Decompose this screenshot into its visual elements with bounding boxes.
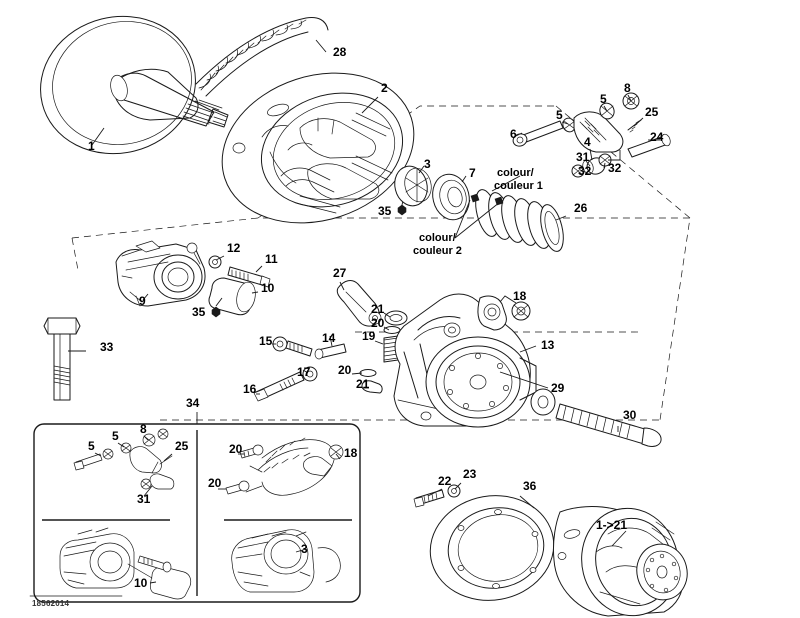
callout-13: 13 [541, 338, 555, 352]
part-roller-3 [394, 165, 432, 207]
part-12-11 [208, 255, 271, 288]
callout-14: 14 [322, 331, 336, 345]
callout-4: 4 [584, 135, 591, 149]
callout-2: 2 [381, 81, 388, 95]
part-cover-36 [429, 495, 555, 601]
callout-20a: 20 [371, 316, 385, 330]
part-slider-9 [115, 240, 206, 307]
colour-leaders [454, 175, 521, 239]
callout-32b: 32 [608, 161, 622, 175]
callout-35a: 35 [378, 204, 392, 218]
colour-2-line2: couleur 2 [413, 245, 462, 257]
callout-8: 8 [624, 81, 631, 95]
callout-11: 11 [265, 252, 278, 266]
colour-1-line1: colour/ [497, 167, 534, 179]
part-drive-belt [195, 17, 329, 97]
part-bushing-10 [208, 277, 259, 316]
callout-26: 26 [574, 201, 588, 215]
inset-panel-bushing [59, 527, 192, 600]
callout-10: 10 [261, 281, 275, 295]
callout-5a: 5 [556, 108, 563, 122]
callout-1: 1 [88, 139, 95, 153]
inset-panel-roller [231, 529, 341, 593]
callout-29: 29 [551, 381, 565, 395]
callout-16: 16 [243, 382, 257, 396]
inset-callout-18: 18 [344, 446, 358, 460]
part-35-marker-b [211, 297, 223, 318]
inset-callout-25: 25 [175, 439, 189, 453]
callout-15: 15 [259, 334, 273, 348]
callout-30: 30 [623, 408, 637, 422]
part-bolt-33 [43, 317, 86, 401]
reference-code-text: 18562014 [32, 599, 70, 608]
reference-code: 18562014 [29, 595, 123, 608]
part-15-14 [272, 335, 347, 360]
callout-3: 3 [424, 157, 431, 171]
callout-24: 24 [650, 130, 664, 144]
part-22-23 [413, 482, 462, 508]
inset-callout-20b: 20 [208, 476, 222, 490]
callout-19: 19 [362, 329, 376, 343]
inset-callout-10: 10 [134, 576, 148, 590]
part-lever-assembly [512, 92, 671, 178]
part-fixed-sheave [40, 15, 229, 155]
callout-1-21: 1->21 [596, 518, 627, 532]
callout-22: 22 [438, 474, 452, 488]
callout-21b: 21 [356, 377, 370, 391]
inset-callout-3: 3 [301, 542, 308, 556]
part-29-30 [499, 371, 662, 447]
callout-labels: 1 2 3 4 5 5 6 7 8 9 10 11 12 13 14 15 16… [88, 45, 664, 532]
inset-callout-31: 31 [137, 492, 151, 506]
colour-1-line2: couleur 1 [494, 180, 543, 192]
callout-18: 18 [513, 289, 527, 303]
colour-2-line1: colour/ [419, 232, 456, 244]
callout-21a: 21 [371, 302, 385, 316]
callout-9: 9 [139, 294, 146, 308]
part-16-17 [253, 366, 318, 402]
callout-34: 34 [186, 396, 200, 410]
callout-25: 25 [645, 105, 659, 119]
part-sliding-sheave [221, 72, 415, 224]
inset-callout-labels: 5 5 8 25 31 20 20 18 10 3 [88, 422, 358, 590]
inset-callout-5a: 5 [88, 439, 95, 453]
callout-5b: 5 [600, 92, 607, 106]
callout-23: 23 [463, 467, 477, 481]
part-spring-26 [470, 189, 567, 252]
inset-panel-lever [73, 428, 175, 497]
callout-33: 33 [100, 340, 114, 354]
inset-callout-5b: 5 [112, 429, 119, 443]
callout-31: 31 [576, 150, 590, 164]
part-spring-seat-7 [432, 173, 470, 221]
inset-callout-20a: 20 [229, 442, 243, 456]
callout-35b: 35 [192, 305, 206, 319]
part-cam-lever-27 [336, 280, 382, 327]
callout-6: 6 [510, 127, 517, 141]
callout-12: 12 [227, 241, 241, 255]
part-housing-13 [393, 293, 537, 428]
callout-17: 17 [297, 365, 311, 379]
callout-36: 36 [523, 479, 537, 493]
part-19-20-21-stack [351, 310, 408, 394]
colour-annotations: colour/ couleur 1 colour/ couleur 2 [413, 167, 543, 257]
part-nut-18 [499, 295, 531, 321]
inset-detail-box [33, 412, 361, 603]
callout-28: 28 [333, 45, 347, 59]
callout-7: 7 [469, 166, 476, 180]
callout-20b: 20 [338, 363, 352, 377]
inset-panel-belt [218, 437, 344, 496]
inset-callout-8: 8 [140, 422, 147, 436]
callout-27: 27 [333, 266, 347, 280]
part-assembled-pulley [553, 506, 688, 617]
callout-32a: 32 [578, 164, 592, 178]
